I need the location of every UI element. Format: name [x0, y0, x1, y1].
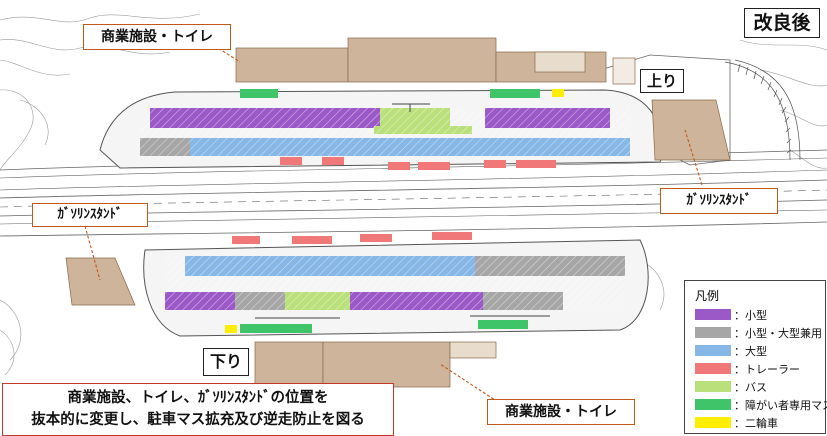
improvement-note: 商業施設、トイレ、ｶﾞｿﾘﾝｽﾀﾝﾄﾞの位置を 抜本的に変更し、駐車マス拡充及び…: [2, 383, 394, 436]
upper-commercial-buildings: [235, 37, 636, 85]
legend-item-trailer: ：トレーラー: [695, 362, 800, 376]
legend-swatch-accessible: [695, 399, 731, 410]
legend-swatch-bus: [695, 381, 731, 392]
kudari-label: 下り: [203, 348, 249, 376]
legend-swatch-motorcycle: [695, 417, 731, 428]
canopy-lines: [255, 103, 550, 319]
legend-label-accessible: ：障がい者専用マス: [734, 398, 827, 412]
legend-label-trailer: ：トレーラー: [734, 362, 800, 376]
commercial-toilet-callout-top: 商業施設・トイレ: [83, 24, 231, 50]
gas-station-callout-right: ｶﾞｿﾘﾝｽﾀﾝﾄﾞ: [660, 188, 778, 214]
upper-right-wall: [724, 59, 801, 161]
legend: 凡例 ：小型 ：小型・大型兼用 ：大型 ：トレーラー ：バス ：障がい者専用マス…: [684, 280, 827, 434]
legend-label-small: ：小型: [734, 308, 767, 322]
legend-item-motorcycle: ：二輪車: [695, 416, 778, 430]
legend-label-small-large-shared: ：小型・大型兼用: [734, 326, 822, 340]
improvement-note-line-2: 抜本的に変更し、駐車マス拡充及び逆走防止を図る: [31, 412, 365, 428]
kairyo-go-label: 改良後: [744, 8, 820, 38]
legend-item-small-large-shared: ：小型・大型兼用: [695, 326, 822, 340]
upper-parking-stalls: [140, 89, 630, 170]
lower-commercial-buildings: [254, 341, 497, 388]
upper-gas-station: [651, 99, 731, 161]
legend-item-bus: ：バス: [695, 380, 767, 394]
legend-label-motorcycle: ：二輪車: [734, 416, 778, 430]
upper-ramp: [599, 54, 731, 166]
legend-item-accessible: ：障がい者専用マス: [695, 398, 827, 412]
legend-item-small: ：小型: [695, 308, 767, 322]
lower-parking-stalls: [165, 232, 625, 333]
legend-label-bus: ：バス: [734, 380, 767, 394]
nobori-label: 上り: [640, 69, 684, 93]
lower-gas-station: [65, 257, 136, 306]
legend-swatch-trailer: [695, 363, 731, 374]
legend-label-large: ：大型: [734, 344, 767, 358]
legend-item-large: ：大型: [695, 344, 767, 358]
legend-swatch-large: [695, 345, 731, 356]
legend-title: 凡例: [695, 289, 720, 303]
improvement-note-line-1: 商業施設、トイレ、ｶﾞｿﾘﾝｽﾀﾝﾄﾞの位置を: [67, 390, 329, 406]
gas-station-callout-left: ｶﾞｿﾘﾝｽﾀﾝﾄﾞ: [32, 203, 148, 227]
legend-swatch-small-large-shared: [695, 327, 731, 338]
commercial-toilet-callout-bottom: 商業施設・トイレ: [487, 399, 635, 425]
legend-swatch-small: [695, 309, 731, 320]
